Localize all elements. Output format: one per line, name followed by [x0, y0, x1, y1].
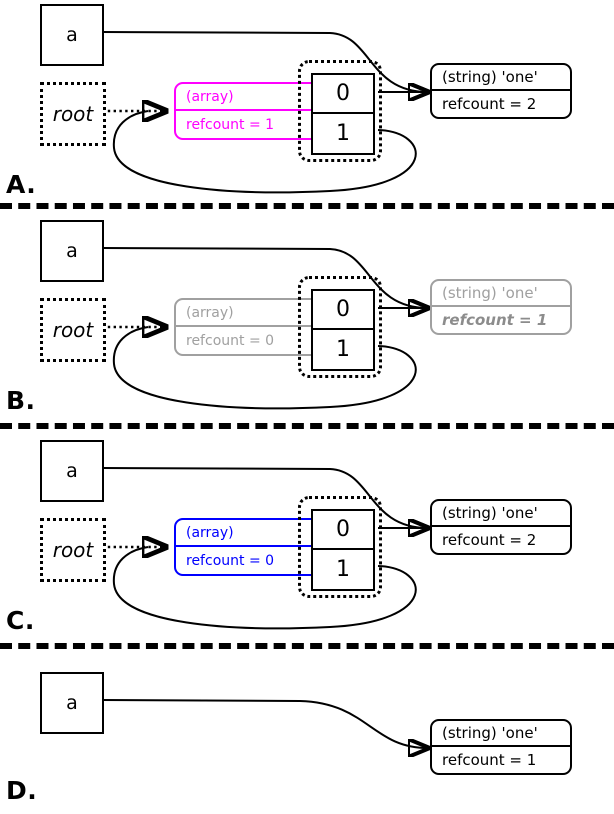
string-value-box[interactable]: (string) 'one' refcount = 2: [430, 499, 572, 555]
variable-box-a[interactable]: a: [40, 672, 104, 734]
string-type-label: (string) 'one': [432, 65, 570, 91]
array-index-1[interactable]: 1: [336, 121, 350, 146]
array-index-box[interactable]: 0 1: [298, 60, 382, 162]
edge-a-to-string: [101, 699, 428, 748]
variable-label: a: [66, 692, 78, 714]
variable-label: a: [66, 24, 78, 46]
array-index-cells: 0 1: [311, 73, 375, 155]
array-refcount-label: refcount = 0: [186, 552, 275, 569]
array-type-label: (array): [176, 300, 322, 327]
array-index-box[interactable]: 0 1: [298, 276, 382, 378]
array-type-label: (array): [176, 520, 322, 547]
panel-label-d: D.: [6, 776, 38, 805]
array-index-0[interactable]: 0: [313, 511, 373, 550]
string-type-label: (string) 'one': [432, 281, 570, 307]
panel-separator-3: [0, 643, 614, 649]
panel-c: a root (array) refcount = 0 0 1 (string)…: [0, 436, 614, 646]
string-value-box[interactable]: (string) 'one' refcount = 1: [430, 719, 572, 775]
string-type-label: (string) 'one': [432, 721, 570, 747]
root-label: root: [52, 318, 94, 342]
variable-label: a: [66, 240, 78, 262]
array-index-1[interactable]: 1: [336, 557, 350, 582]
root-box[interactable]: root: [40, 82, 106, 146]
root-label: root: [52, 102, 94, 126]
variable-box-a[interactable]: a: [40, 440, 104, 502]
panel-b: a root (array) refcount = 0 0 1 (string)…: [0, 216, 614, 426]
array-refcount-label: refcount = 1: [186, 116, 275, 133]
panel-label-b: B.: [6, 386, 36, 415]
panel-d: a (string) 'one' refcount = 1 D.: [0, 656, 614, 814]
string-refcount-label: refcount = 2: [442, 531, 537, 549]
string-type-label: (string) 'one': [432, 501, 570, 527]
panel-a: a root (array) refcount = 1 0 1 (string)…: [0, 0, 614, 210]
string-refcount-label: refcount = 1: [442, 311, 548, 329]
panel-separator-2: [0, 423, 614, 429]
root-box[interactable]: root: [40, 298, 106, 362]
variable-box-a[interactable]: a: [40, 4, 104, 66]
array-index-cells: 0 1: [311, 289, 375, 371]
string-refcount-label: refcount = 1: [442, 751, 537, 769]
array-index-0[interactable]: 0: [313, 291, 373, 330]
array-type-label: (array): [176, 84, 322, 111]
string-refcount-label: refcount = 2: [442, 95, 537, 113]
array-index-1[interactable]: 1: [336, 337, 350, 362]
array-refcount-label: refcount = 0: [186, 332, 275, 349]
panel-separator-1: [0, 203, 614, 209]
string-value-box[interactable]: (string) 'one' refcount = 1: [430, 279, 572, 335]
string-value-box[interactable]: (string) 'one' refcount = 2: [430, 63, 572, 119]
variable-label: a: [66, 460, 78, 482]
variable-box-a[interactable]: a: [40, 220, 104, 282]
panel-label-a: A.: [6, 170, 37, 199]
root-label: root: [52, 538, 94, 562]
array-index-cells: 0 1: [311, 509, 375, 591]
panel-label-c: C.: [6, 606, 35, 635]
array-index-0[interactable]: 0: [313, 75, 373, 114]
root-box[interactable]: root: [40, 518, 106, 582]
array-index-box[interactable]: 0 1: [298, 496, 382, 598]
